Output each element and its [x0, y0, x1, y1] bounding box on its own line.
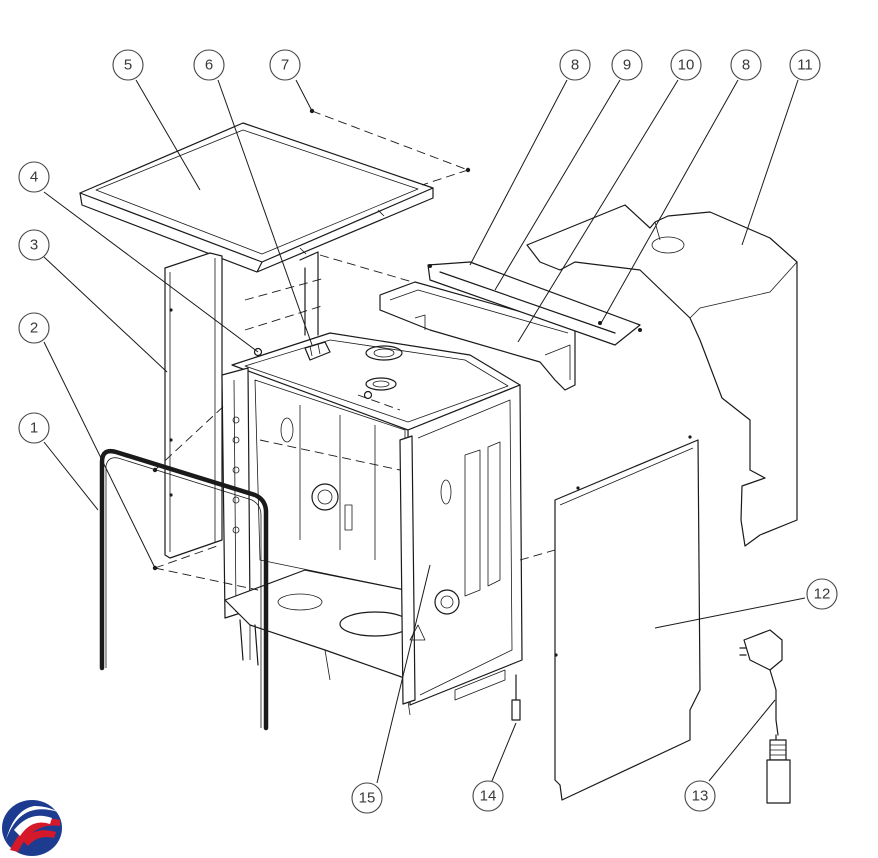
callout-4: 4	[18, 161, 50, 193]
part-power-cord	[739, 629, 791, 804]
callout-label: 4	[30, 169, 38, 186]
callout-label: 11	[797, 57, 813, 74]
part-top-cover	[79, 122, 434, 273]
callout-2: 2	[18, 312, 50, 344]
callout-label: 1	[30, 420, 38, 437]
part-door-gasket	[99, 448, 269, 731]
callout-label: 9	[623, 57, 631, 74]
callout-1: 1	[18, 412, 50, 444]
callout-14: 14	[472, 780, 504, 812]
callout-label: 12	[814, 586, 831, 603]
callout-15: 15	[351, 782, 383, 814]
part-left-side-panel	[164, 252, 223, 559]
callout-13: 13	[684, 780, 716, 812]
callout-label: 8	[742, 57, 750, 74]
callout-label: 5	[124, 57, 132, 74]
callout-label: 13	[692, 788, 709, 805]
callout-label: 14	[480, 788, 497, 805]
part-hinge-bracket	[304, 341, 331, 361]
part-insulation-blanket	[526, 204, 798, 547]
callout-9: 9	[611, 49, 643, 81]
callout-label: 7	[281, 57, 289, 74]
callout-label: 10	[678, 57, 695, 74]
callout-8-right: 8	[730, 49, 762, 81]
part-front-rail	[379, 281, 576, 391]
callout-label: 15	[359, 790, 376, 807]
part-tub-assembly	[221, 332, 523, 716]
callout-7: 7	[269, 49, 301, 81]
callout-label: 3	[30, 237, 38, 254]
callout-12: 12	[806, 578, 838, 610]
callout-label: 2	[30, 320, 38, 337]
callout-6: 6	[193, 49, 225, 81]
brand-logo-icon	[2, 800, 62, 856]
callout-5: 5	[112, 49, 144, 81]
callout-11: 11	[789, 49, 821, 81]
callout-label: 6	[205, 57, 213, 74]
callout-label: 8	[571, 57, 579, 74]
callout-3: 3	[18, 229, 50, 261]
part-top-strip	[427, 261, 642, 346]
callout-10: 10	[670, 49, 702, 81]
callout-8-left: 8	[559, 49, 591, 81]
part-right-side-panel	[554, 435, 701, 801]
part-adjustable-foot	[511, 674, 521, 721]
leader-lines	[43, 79, 806, 784]
